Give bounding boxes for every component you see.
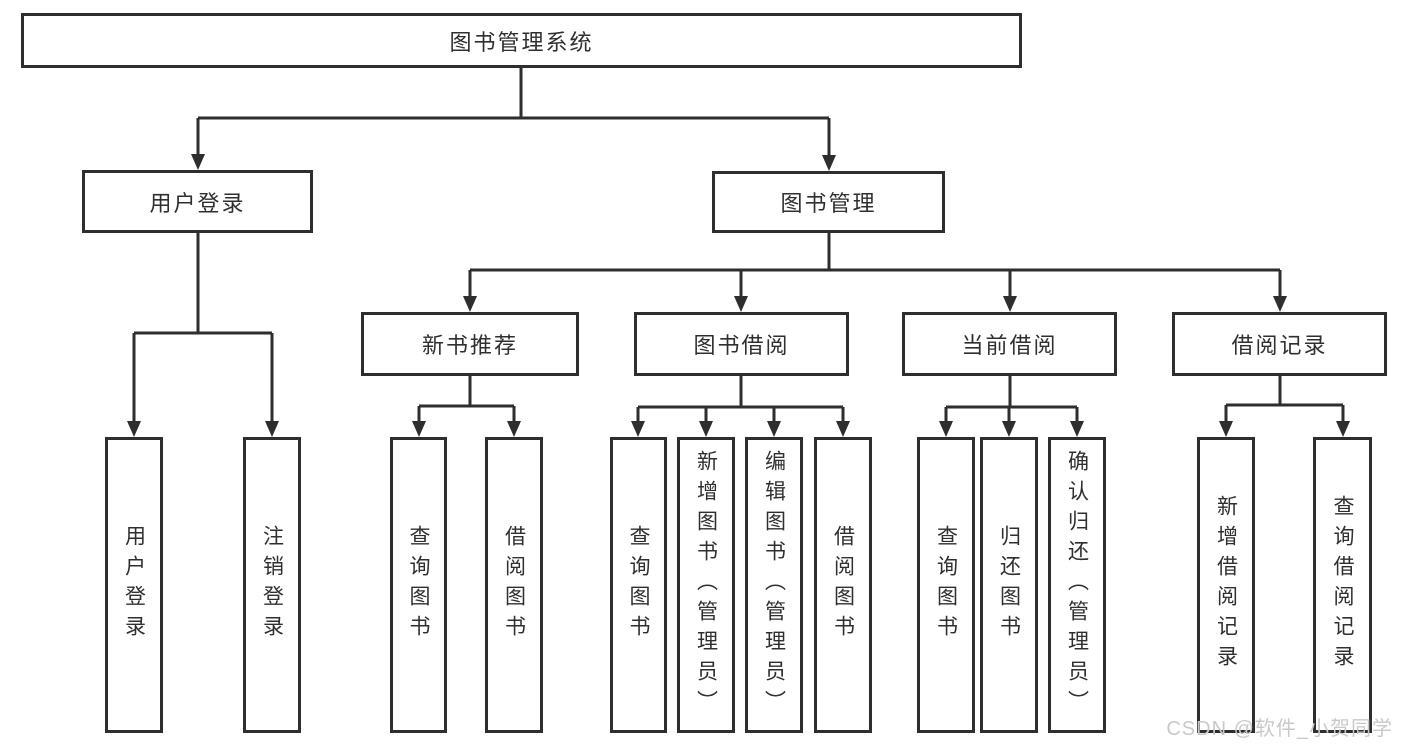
node-library-management-system: 图书管理系统 [21, 13, 1022, 68]
leaf-nb-query-books: 查询图书 [390, 437, 447, 733]
leaf-label: 借阅图书 [502, 525, 526, 645]
leaf-label: 编辑图书（管理员） [762, 450, 786, 720]
leaf-label: 查询图书 [407, 525, 430, 645]
leaf-label: 查询借阅记录 [1331, 495, 1354, 675]
arrowhead [631, 421, 645, 437]
leaf-label: 归还图书 [997, 525, 1021, 645]
arrowhead [822, 155, 836, 171]
leaf-bb-edit-books-admin: 编辑图书（管理员） [745, 437, 803, 733]
arrowhead [412, 421, 426, 437]
leaf-label: 用户登录 [122, 525, 146, 645]
arrowhead [191, 154, 205, 170]
arrowhead [767, 421, 781, 437]
arrowhead [734, 296, 748, 312]
leaf-br-query-record: 查询借阅记录 [1313, 437, 1372, 733]
edge-userlogin-split [132, 233, 274, 423]
edge-newbooks-split [417, 376, 516, 423]
arrowhead [1273, 296, 1287, 312]
node-book-management: 图书管理 [712, 171, 945, 233]
leaf-label: 注销登录 [260, 525, 284, 645]
node-label: 用户登录 [149, 190, 246, 216]
arrowhead [1336, 421, 1350, 437]
edge-root-split [196, 68, 831, 157]
leaf-bb-query-books: 查询图书 [610, 437, 667, 733]
leaf-label: 借阅图书 [831, 525, 855, 645]
edge-currentborrow-split [944, 376, 1079, 423]
leaf-user-login: 用户登录 [105, 437, 163, 733]
leaf-nb-borrow-books: 借阅图书 [485, 437, 543, 733]
arrowhead [1219, 421, 1233, 437]
arrowheads [127, 154, 1350, 437]
node-label: 新书推荐 [421, 333, 518, 358]
arrowhead [265, 421, 279, 437]
node-label: 当前借阅 [961, 333, 1058, 358]
watermark: CSDN @软件_小贺同学 [1166, 718, 1393, 740]
leaf-logout: 注销登录 [243, 437, 301, 733]
arrowhead [463, 296, 477, 312]
leaf-label: 查询图书 [934, 525, 958, 645]
node-label: 图书管理系统 [449, 29, 594, 55]
leaf-label: 确认归还（管理员） [1065, 450, 1089, 720]
arrowhead [699, 421, 713, 437]
leaf-label: 新增图书（管理员） [694, 450, 718, 720]
node-book-borrowing: 图书借阅 [634, 312, 849, 376]
edge-bookborrow-split [636, 376, 845, 423]
leaf-br-add-record: 新增借阅记录 [1197, 437, 1255, 733]
node-user-login: 用户登录 [82, 170, 313, 233]
node-current-borrowing: 当前借阅 [902, 312, 1117, 376]
arrowhead [1003, 296, 1017, 312]
arrowhead [836, 421, 850, 437]
arrowhead [507, 421, 521, 437]
leaf-cb-return-books: 归还图书 [980, 437, 1038, 733]
arrowhead [939, 421, 953, 437]
leaf-bb-borrow-books: 借阅图书 [814, 437, 872, 733]
edge-records-split [1224, 376, 1345, 423]
leaf-label: 查询图书 [627, 525, 650, 645]
leaf-cb-confirm-return-admin: 确认归还（管理员） [1048, 437, 1106, 733]
arrowhead [127, 421, 141, 437]
leaf-cb-query-books: 查询图书 [917, 437, 975, 733]
node-label: 图书管理 [780, 191, 877, 216]
node-label: 图书借阅 [693, 333, 790, 358]
edge-bookmgmt-split [468, 233, 1282, 298]
arrowhead [1002, 421, 1016, 437]
node-new-book-recommend: 新书推荐 [361, 312, 579, 376]
node-borrowing-records: 借阅记录 [1172, 312, 1387, 376]
node-label: 借阅记录 [1231, 333, 1328, 358]
arrowhead [1070, 421, 1084, 437]
leaf-label: 新增借阅记录 [1214, 495, 1238, 675]
leaf-bb-add-books-admin: 新增图书（管理员） [677, 437, 735, 733]
